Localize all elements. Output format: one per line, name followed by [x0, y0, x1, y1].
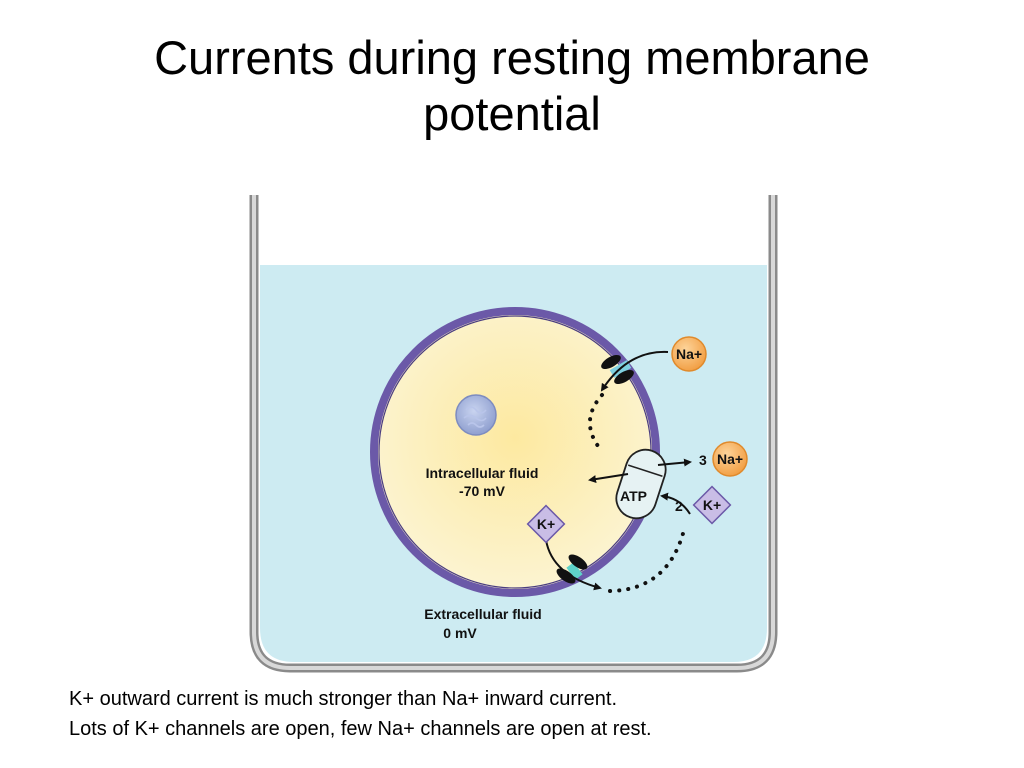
k-outward-arrow — [545, 539, 602, 591]
cell-membrane — [370, 307, 660, 597]
na-ion-right-label: Na+ — [717, 451, 743, 467]
extracellular-label: Extracellular fluid — [424, 606, 541, 622]
container-wall-highlight — [252, 195, 775, 670]
pump-in-arrow — [588, 473, 629, 484]
pump-atp-label: ATP — [620, 488, 647, 504]
extracellular-value: 0 mV — [443, 625, 477, 641]
na-ion-top-label: Na+ — [676, 346, 702, 362]
slide-title-line-1: Currents during resting membrane — [154, 31, 870, 84]
k-ion-inside-label: K+ — [537, 516, 555, 532]
na-inward-dotted-path — [588, 393, 604, 448]
na-inward-arrow — [600, 350, 669, 392]
pump-na-out-arrow — [657, 458, 692, 467]
intracellular-value: -70 mV — [459, 483, 506, 499]
na-ion-right — [712, 441, 748, 477]
k-count-label: 2 — [675, 498, 683, 514]
nucleus — [455, 394, 497, 436]
caption: K+ outward current is much stronger than… — [69, 684, 969, 744]
k-ion-right-label: K+ — [703, 497, 721, 513]
slide-title-line-2: potential — [423, 87, 601, 140]
intracellular-label: Intracellular fluid — [426, 465, 539, 481]
slide-title: Currents during resting membrane potenti… — [0, 30, 1024, 142]
k-pump-return-arrow — [660, 492, 691, 515]
k-outward-dotted-path — [608, 528, 686, 593]
caption-line-1: K+ outward current is much stronger than… — [69, 688, 618, 710]
na-ion-top — [671, 336, 707, 372]
nucleus-texture — [463, 406, 487, 428]
k-ion-right — [692, 485, 732, 525]
k-ion-inside — [526, 504, 566, 544]
caption-line-2: Lots of K+ channels are open, few Na+ ch… — [69, 718, 652, 740]
k-channel — [556, 554, 588, 584]
na-count-label: 3 — [699, 452, 707, 468]
na-k-pump — [615, 448, 667, 520]
